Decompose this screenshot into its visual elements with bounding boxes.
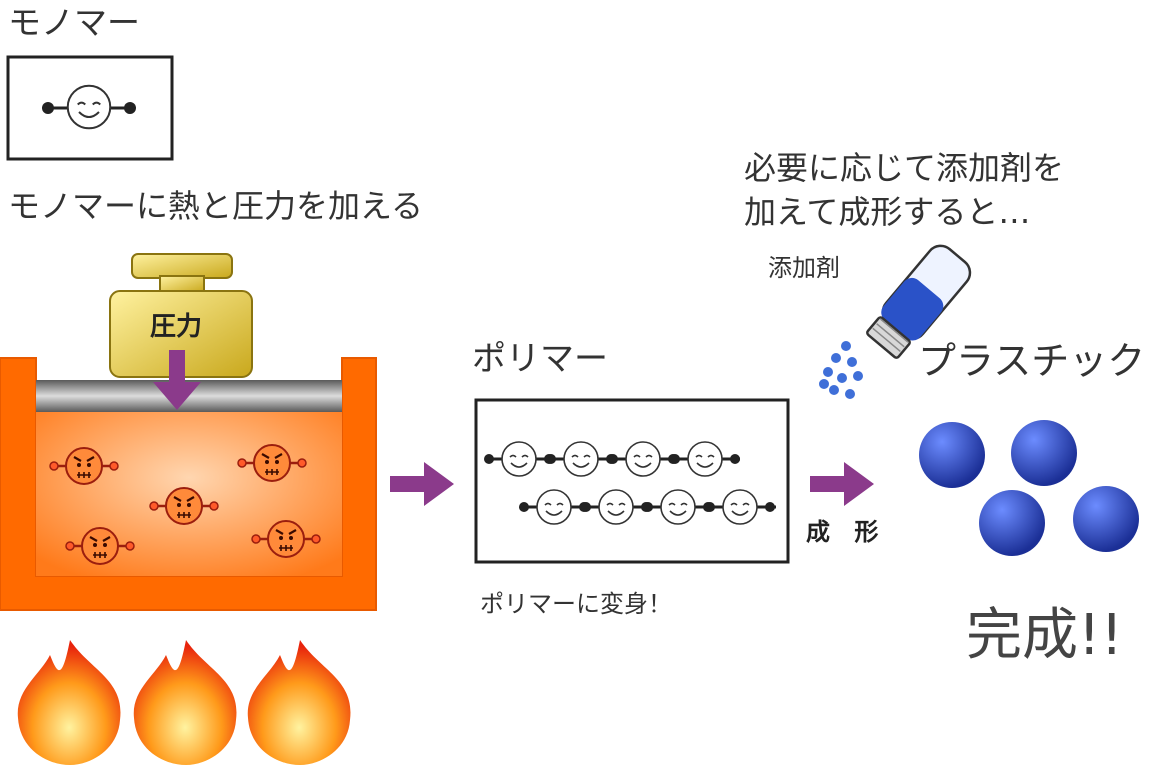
plastic-pellet [919, 422, 985, 488]
smiley-face-icon [66, 84, 112, 130]
chain-link-dot [608, 454, 618, 464]
additive-description-line-1: 必要に応じて添加剤を [744, 149, 1065, 187]
molding-label: 成 形 [806, 518, 887, 546]
chain-link-dot [519, 502, 529, 512]
smiley-face-icon [687, 441, 723, 477]
polymer-description: ポリマーに変身！ [480, 590, 672, 618]
smiley-face-icon [563, 441, 599, 477]
pressure-arrow-icon [153, 350, 201, 410]
salt-shaker-icon [866, 244, 972, 359]
plastic-pellet [979, 490, 1045, 556]
plastic-title: プラスチック [918, 339, 1146, 383]
monomer-box [6, 55, 174, 161]
additive-description-line-2: 加えて成形すると… [744, 193, 1031, 231]
monomer-description: モノマーに熱と圧力を加える [8, 187, 424, 225]
right-arrow-icon [390, 462, 454, 506]
plastic-pellet [1073, 486, 1139, 552]
smiley-face-icon [598, 489, 634, 525]
smiley-face-icon [660, 489, 696, 525]
chain-link-dot [765, 502, 775, 512]
flame-icon [133, 640, 237, 765]
weight-icon [109, 253, 253, 378]
flame-icon [17, 640, 121, 765]
additive-description: 必要に応じて添加剤を 加えて成形すると… [744, 146, 1064, 234]
chain-link-dot [670, 454, 680, 464]
smiley-face-icon [501, 441, 537, 477]
pressure-label: 圧力 [150, 312, 203, 342]
chain-link-dot [705, 502, 715, 512]
plastic-pellets [919, 420, 1139, 556]
chain-link-dot [581, 502, 591, 512]
additive-label: 添加剤 [768, 254, 840, 282]
flames [17, 640, 351, 765]
smiley-face-icon [625, 441, 661, 477]
chain-link-dot [484, 454, 494, 464]
monomer-title: モノマー [8, 3, 140, 42]
smiley-face-icon [722, 489, 758, 525]
chain-link-dot [546, 454, 556, 464]
flame-icon [247, 640, 351, 765]
complete-label: 完成!! [966, 603, 1123, 668]
polymer-chain-1 [484, 441, 740, 477]
polymer-box [474, 398, 790, 564]
additive-particles [819, 341, 863, 399]
plastic-pellet [1011, 420, 1077, 486]
smiley-face-icon [536, 489, 572, 525]
chain-link-dot [643, 502, 653, 512]
polymer-chain-2 [519, 489, 775, 525]
polymer-title: ポリマー [472, 339, 608, 379]
chain-link-dot [730, 454, 740, 464]
right-arrow-icon [810, 462, 874, 506]
